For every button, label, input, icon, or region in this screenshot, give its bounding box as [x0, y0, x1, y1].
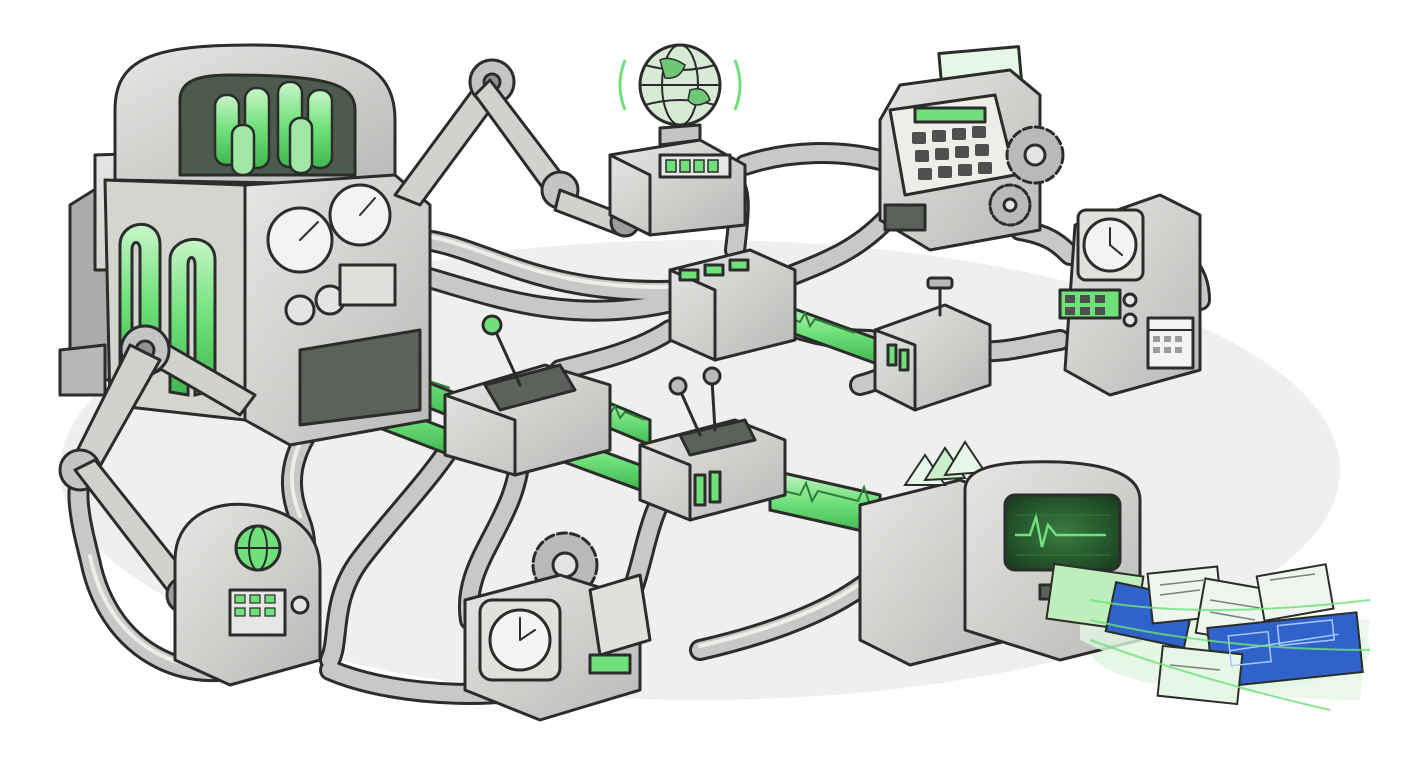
vacuum-tube-icon — [213, 80, 334, 177]
oscilloscope-icon — [1003, 493, 1122, 572]
lever-icon — [926, 276, 954, 317]
globe-icon — [234, 524, 282, 572]
clock-icon — [478, 598, 562, 682]
lever-icon — [481, 314, 522, 387]
gear-icon — [988, 125, 1065, 227]
robot-arm-top — [393, 58, 641, 238]
junction-box-top — [668, 248, 797, 362]
clock-gear-machine — [463, 531, 652, 722]
clock-terminal — [1058, 193, 1202, 397]
lever-switch-center — [638, 366, 787, 522]
globe-terminal — [608, 43, 747, 237]
calculator-printer — [878, 45, 1065, 252]
robot-arm-bottom — [58, 324, 257, 615]
calendar-icon — [1146, 316, 1195, 370]
paper-output-stream — [1045, 562, 1371, 711]
lever-switch-right — [873, 276, 992, 412]
clock-icon — [1076, 208, 1145, 282]
lever-switch-left — [443, 314, 612, 477]
dial-gauge-icon — [266, 183, 392, 326]
globe-router — [173, 502, 322, 687]
keypad-icon — [912, 126, 992, 180]
globe-icon — [638, 43, 722, 127]
lever-icon — [668, 366, 722, 437]
